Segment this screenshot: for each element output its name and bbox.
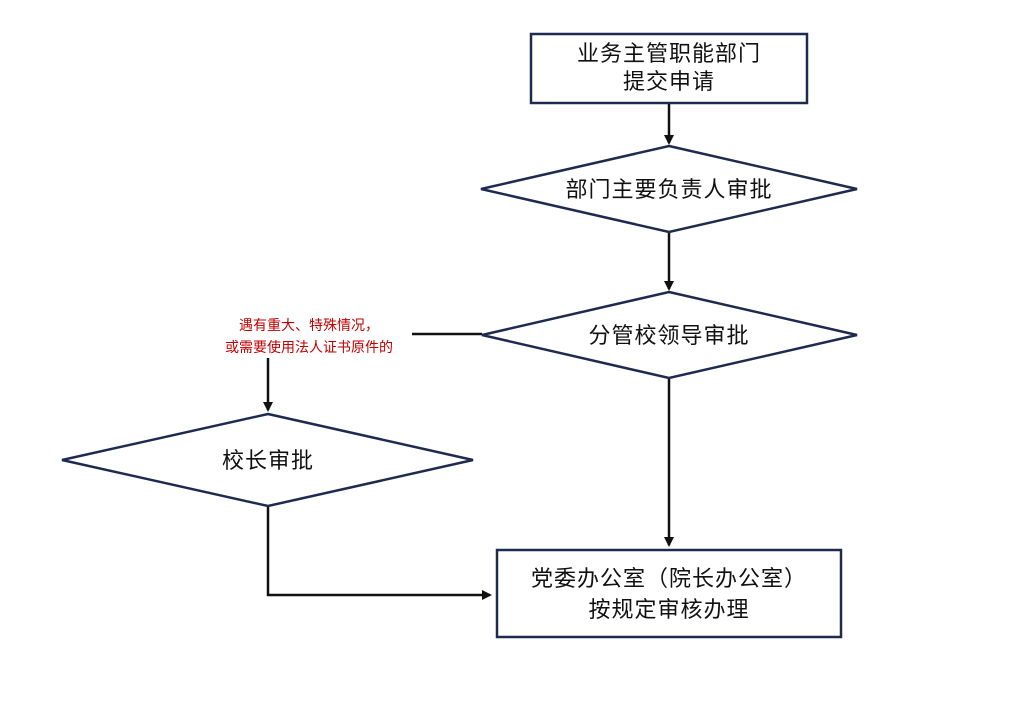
- edge-principal-to-office: [266, 506, 492, 600]
- node-submit-application: 业务主管职能部门 提交申请: [529, 32, 809, 105]
- note-line-2: 或需要使用法人证书原件的: [225, 339, 393, 356]
- note-line-1: 遇有重大、特殊情况，: [239, 318, 379, 334]
- decision-diamond: [61, 412, 474, 508]
- node-office-handling: 党委办公室（院长办公室） 按规定审核办理: [495, 548, 843, 639]
- node-school-leader-approval: 分管校领导审批: [481, 290, 858, 380]
- decision-diamond: [481, 290, 858, 380]
- node-label: 部门主要负责人审批: [565, 178, 772, 203]
- node-label-line-2: 按规定审核办理: [588, 598, 749, 623]
- process-box: [529, 32, 809, 105]
- condition-note: 遇有重大、特殊情况， 或需要使用法人证书原件的: [225, 318, 393, 356]
- node-label-line-2: 提交申请: [623, 70, 715, 95]
- node-label: 分管校领导审批: [588, 324, 749, 349]
- node-dept-head-approval: 部门主要负责人审批: [480, 144, 858, 234]
- node-label-line-1: 业务主管职能部门: [577, 42, 761, 67]
- node-label-line-1: 党委办公室（院长办公室）: [531, 567, 807, 592]
- node-label: 校长审批: [222, 449, 314, 474]
- node-principal-approval: 校长审批: [61, 412, 474, 508]
- process-box: [495, 548, 843, 639]
- decision-diamond: [480, 144, 858, 234]
